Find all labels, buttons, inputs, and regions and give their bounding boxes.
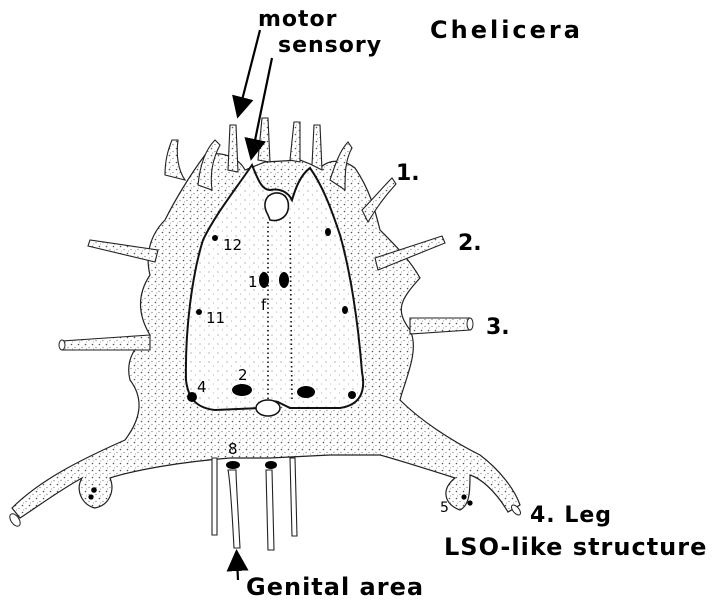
- leg3-label: 3.: [486, 315, 510, 340]
- marker-5: 5: [440, 500, 449, 516]
- cluster-4-right: [348, 391, 356, 399]
- chelicera-nerve-1: [165, 140, 185, 180]
- cluster-12-right: [325, 228, 331, 236]
- leg3-nerve-right: [410, 318, 470, 334]
- cluster-8-left: [226, 461, 240, 469]
- lso-structure-right-b: [467, 500, 472, 505]
- chelicera-nerve-5: [290, 122, 300, 162]
- leg2-label: 2.: [458, 231, 482, 256]
- motor-label: motor: [258, 7, 338, 32]
- cluster-11: [196, 309, 202, 315]
- cluster-2-right: [297, 386, 315, 398]
- marker-2: 2: [238, 366, 248, 384]
- motor-arrow: [240, 30, 260, 108]
- esophageal-foramen: [265, 193, 289, 221]
- genital-nerve-4: [290, 458, 297, 536]
- genital-nerve-3: [266, 470, 274, 550]
- genital-arrow: [237, 560, 238, 580]
- leg3-nerve-right-tip: [467, 318, 473, 330]
- cluster-1-left: [259, 272, 269, 288]
- leg3-nerve-left: [62, 335, 150, 350]
- chelicera-label: Chelicera: [430, 16, 583, 44]
- chelicera-nerve-6: [312, 125, 322, 170]
- leg2-nerve-left: [88, 240, 158, 262]
- cluster-1-right: [279, 272, 289, 288]
- lso-label: LSO-like structure: [444, 533, 707, 561]
- chelicera-nerve-3: [228, 125, 238, 172]
- genital-label: Genital area: [246, 573, 424, 600]
- lso-structure-left-a: [91, 487, 97, 493]
- leg1-label: 1.: [396, 161, 420, 186]
- cluster-12: [212, 235, 218, 241]
- cluster-11-right: [342, 306, 348, 314]
- lso-structure-left-b: [88, 494, 93, 499]
- chelicera-nerve-4: [258, 118, 270, 162]
- leg3-nerve-left-tip: [59, 340, 65, 350]
- cluster-8-right: [265, 461, 277, 469]
- marker-4: 4: [197, 378, 207, 396]
- lso-structure-right-a: [461, 494, 466, 499]
- leg4-label: 4. Leg: [530, 503, 612, 528]
- marker-8: 8: [228, 440, 238, 458]
- sensory-label: sensory: [278, 33, 382, 58]
- cluster-2-left: [232, 384, 252, 396]
- marker-11: 11: [206, 309, 225, 327]
- posterior-foramen: [256, 400, 280, 416]
- marker-f: f: [261, 296, 267, 314]
- marker-12: 12: [223, 236, 242, 254]
- genital-nerve-2: [228, 470, 240, 548]
- marker-1: 1: [248, 273, 258, 291]
- genital-nerve-1: [212, 458, 217, 535]
- cluster-4: [187, 392, 197, 402]
